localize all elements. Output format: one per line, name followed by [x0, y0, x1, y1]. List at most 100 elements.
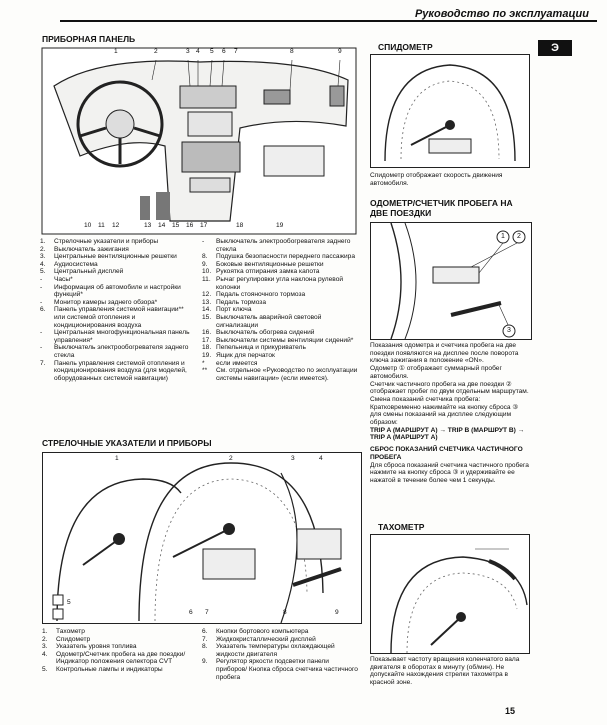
- tacho-heading: ТАХОМЕТР: [378, 522, 425, 532]
- odo-p5: Кратковременно нажимайте на кнопку сброс…: [370, 403, 519, 427]
- list-item: 16.Выключатель обогрева сидений: [202, 329, 315, 337]
- odo-callout-2: 2: [517, 233, 521, 240]
- speedometer-illustration: [370, 54, 530, 168]
- odo-p4: Смена показаний счетчика пробега:: [370, 395, 481, 403]
- list-item: *если имеется: [202, 359, 258, 367]
- list-item: 4.Одометр/Счетчик пробега на две поездки…: [42, 650, 186, 666]
- cluster-callout-1: 1: [115, 455, 119, 462]
- dash-callout-17: 17: [200, 222, 208, 229]
- list-item: 8.Подушка безопасности переднего пассажи…: [202, 253, 356, 261]
- dashboard-legend-left: 1.Стрелочные указатели и приборы 2.Выклю…: [40, 238, 196, 382]
- cluster-callout-7: 7: [205, 609, 209, 616]
- list-item: 12.Педаль стояночного тормоза: [202, 291, 306, 299]
- list-item: -Выключатель электрообогревателя заднего…: [202, 238, 351, 253]
- cluster-drawing: [52, 462, 342, 624]
- tachometer-illustration: [370, 534, 530, 654]
- cluster-callout-3: 3: [291, 455, 295, 462]
- list-item: 3.Указатель уровня топлива: [42, 643, 137, 651]
- odo-text: Показания одометра и счетчика пробега на…: [370, 342, 530, 485]
- section-tab: Э: [538, 40, 572, 56]
- odo-reset-heading: СБРОС ПОКАЗАНИЙ СЧЕТЧИКА ЧАСТИЧНОГО ПРОБ…: [370, 446, 523, 461]
- dash-callout-6: 6: [222, 48, 226, 55]
- list-item: 5.Контрольные лампы и индикаторы: [42, 665, 163, 673]
- list-item: **См. отдельное «Руководство по эксплуат…: [202, 367, 358, 382]
- list-item: 13.Педаль тормоза: [202, 298, 266, 306]
- list-item: -Монитор камеры заднего обзора*: [40, 298, 158, 306]
- dash-callout-10: 10: [84, 222, 92, 229]
- odo-reset-text: Для сброса показаний счетчика частичного…: [370, 461, 529, 484]
- list-item: 7.Панель управления системой отопления и…: [40, 359, 187, 382]
- gauges-legend-right: 6.Кнопки бортового компьютера 7.Жидкокри…: [202, 628, 360, 681]
- odo-p3: Счетчик частичного пробега на две поездк…: [370, 380, 529, 396]
- gauges-heading: СТРЕЛОЧНЫЕ УКАЗАТЕЛИ И ПРИБОРЫ: [42, 438, 212, 448]
- odo-p6: TRIP A (МАРШРУТ A) → TRIP B (МАРШРУТ B) …: [370, 426, 525, 442]
- dash-callout-7: 7: [234, 48, 238, 55]
- cluster-callout-2: 2: [229, 455, 233, 462]
- dash-callout-11: 11: [98, 222, 105, 229]
- list-item: 19.Ящик для перчаток: [202, 351, 275, 359]
- dash-callout-4: 4: [196, 48, 200, 55]
- tachometer-drawing: [390, 548, 528, 654]
- cluster-callout-6: 6: [189, 609, 193, 616]
- list-item: 14.Порт ключа: [202, 306, 252, 314]
- odometer-drawing: [390, 222, 526, 340]
- list-item: 15.Выключатель аварийной световой сигнал…: [202, 313, 322, 329]
- dash-callout-15: 15: [172, 222, 180, 229]
- dash-callout-8: 8: [290, 48, 294, 55]
- odo-heading: ОДОМЕТР/СЧЕТЧИК ПРОБЕГА НА ДВЕ ПОЕЗДКИ: [370, 198, 513, 218]
- list-item: 5.Центральный дисплей: [40, 268, 124, 276]
- speedo-heading: СПИДОМЕТР: [378, 42, 433, 52]
- list-item: -Центральная многофункциональная панель …: [40, 329, 190, 344]
- list-item: 11.Рычаг регулировки угла наклона рулево…: [202, 275, 344, 291]
- tacho-caption: Показывает частоту вращения коленчатого …: [370, 656, 520, 687]
- cluster-illustration: 1 2 3 4 5 6 7 8 9: [42, 452, 362, 624]
- list-item: 1.Тахометр: [42, 628, 85, 635]
- list-item: 2.Спидометр: [42, 635, 91, 643]
- dash-callout-13: 13: [144, 222, 152, 229]
- odo-callout-3: 3: [507, 327, 511, 334]
- list-item: 8.Указатель температуры охлаждающей жидк…: [202, 643, 335, 658]
- list-item: 7.Жидкокристаллический дисплей: [202, 635, 316, 643]
- list-item: 9.Регулятор яркости подсветки панели при…: [202, 658, 358, 681]
- dashboard-illustration: 1 2 3 4 5 6 7 8 9 10 11 12 13 14 15 16 1…: [40, 46, 358, 236]
- dash-callout-18: 18: [236, 222, 244, 229]
- dash-callout-19: 19: [276, 222, 284, 229]
- list-item: 4.Аудиосистема: [40, 260, 98, 268]
- odometer-illustration: 1 2 3: [370, 222, 532, 340]
- list-item: -Выключатель электрообогревателя заднего…: [40, 344, 189, 359]
- list-item: 6.Панель управления системой навигации**…: [40, 306, 184, 329]
- dashboard-legend-right: -Выключатель электрообогревателя заднего…: [202, 238, 358, 382]
- speedo-caption: Спидометр отображает скорость движения а…: [370, 172, 503, 187]
- cluster-callout-8: 8: [283, 609, 287, 616]
- dash-callout-16: 16: [186, 222, 194, 229]
- odo-p2: Одометр ① отображает суммарный пробег ав…: [370, 365, 502, 380]
- list-item: -Часы*: [40, 275, 73, 283]
- odo-p1: Показания одометра и счетчика пробега на…: [370, 342, 519, 365]
- running-header: Руководство по эксплуатации: [414, 8, 589, 20]
- list-item: 1.Стрелочные указатели и приборы: [40, 238, 159, 245]
- cluster-callout-9: 9: [335, 609, 339, 616]
- dash-callout-1: 1: [114, 48, 118, 55]
- cluster-callout-5: 5: [67, 599, 71, 606]
- gauges-legend-left: 1.Тахометр 2.Спидометр 3.Указатель уровн…: [42, 628, 194, 674]
- list-item: 2.Выключатель зажигания: [40, 245, 129, 253]
- dashboard-drawing: [41, 47, 357, 235]
- dash-callout-5: 5: [210, 48, 214, 55]
- dash-callout-2: 2: [154, 48, 158, 55]
- dash-callout-9: 9: [338, 48, 342, 55]
- dash-callout-3: 3: [186, 48, 190, 55]
- page-number: 15: [504, 706, 515, 716]
- list-item: 10.Рукоятка отпирания замка капота: [202, 268, 320, 276]
- list-item: 3.Центральные вентиляционные решетки: [40, 253, 177, 261]
- dash-callout-14: 14: [158, 222, 166, 229]
- list-item: 9.Боковые вентиляционные решетки: [202, 260, 324, 268]
- list-item: -Информация об автомобиле и настройки фу…: [40, 283, 181, 299]
- dashboard-heading: ПРИБОРНАЯ ПАНЕЛЬ: [42, 34, 136, 44]
- odo-callout-1: 1: [501, 233, 505, 240]
- list-item: 17.Выключатели системы вентиляции сидени…: [202, 336, 354, 344]
- list-item: 6.Кнопки бортового компьютера: [202, 628, 309, 635]
- speedometer-drawing: [384, 64, 516, 162]
- cluster-callout-4: 4: [319, 455, 323, 462]
- header-rule: [60, 20, 597, 22]
- dash-callout-12: 12: [112, 222, 120, 229]
